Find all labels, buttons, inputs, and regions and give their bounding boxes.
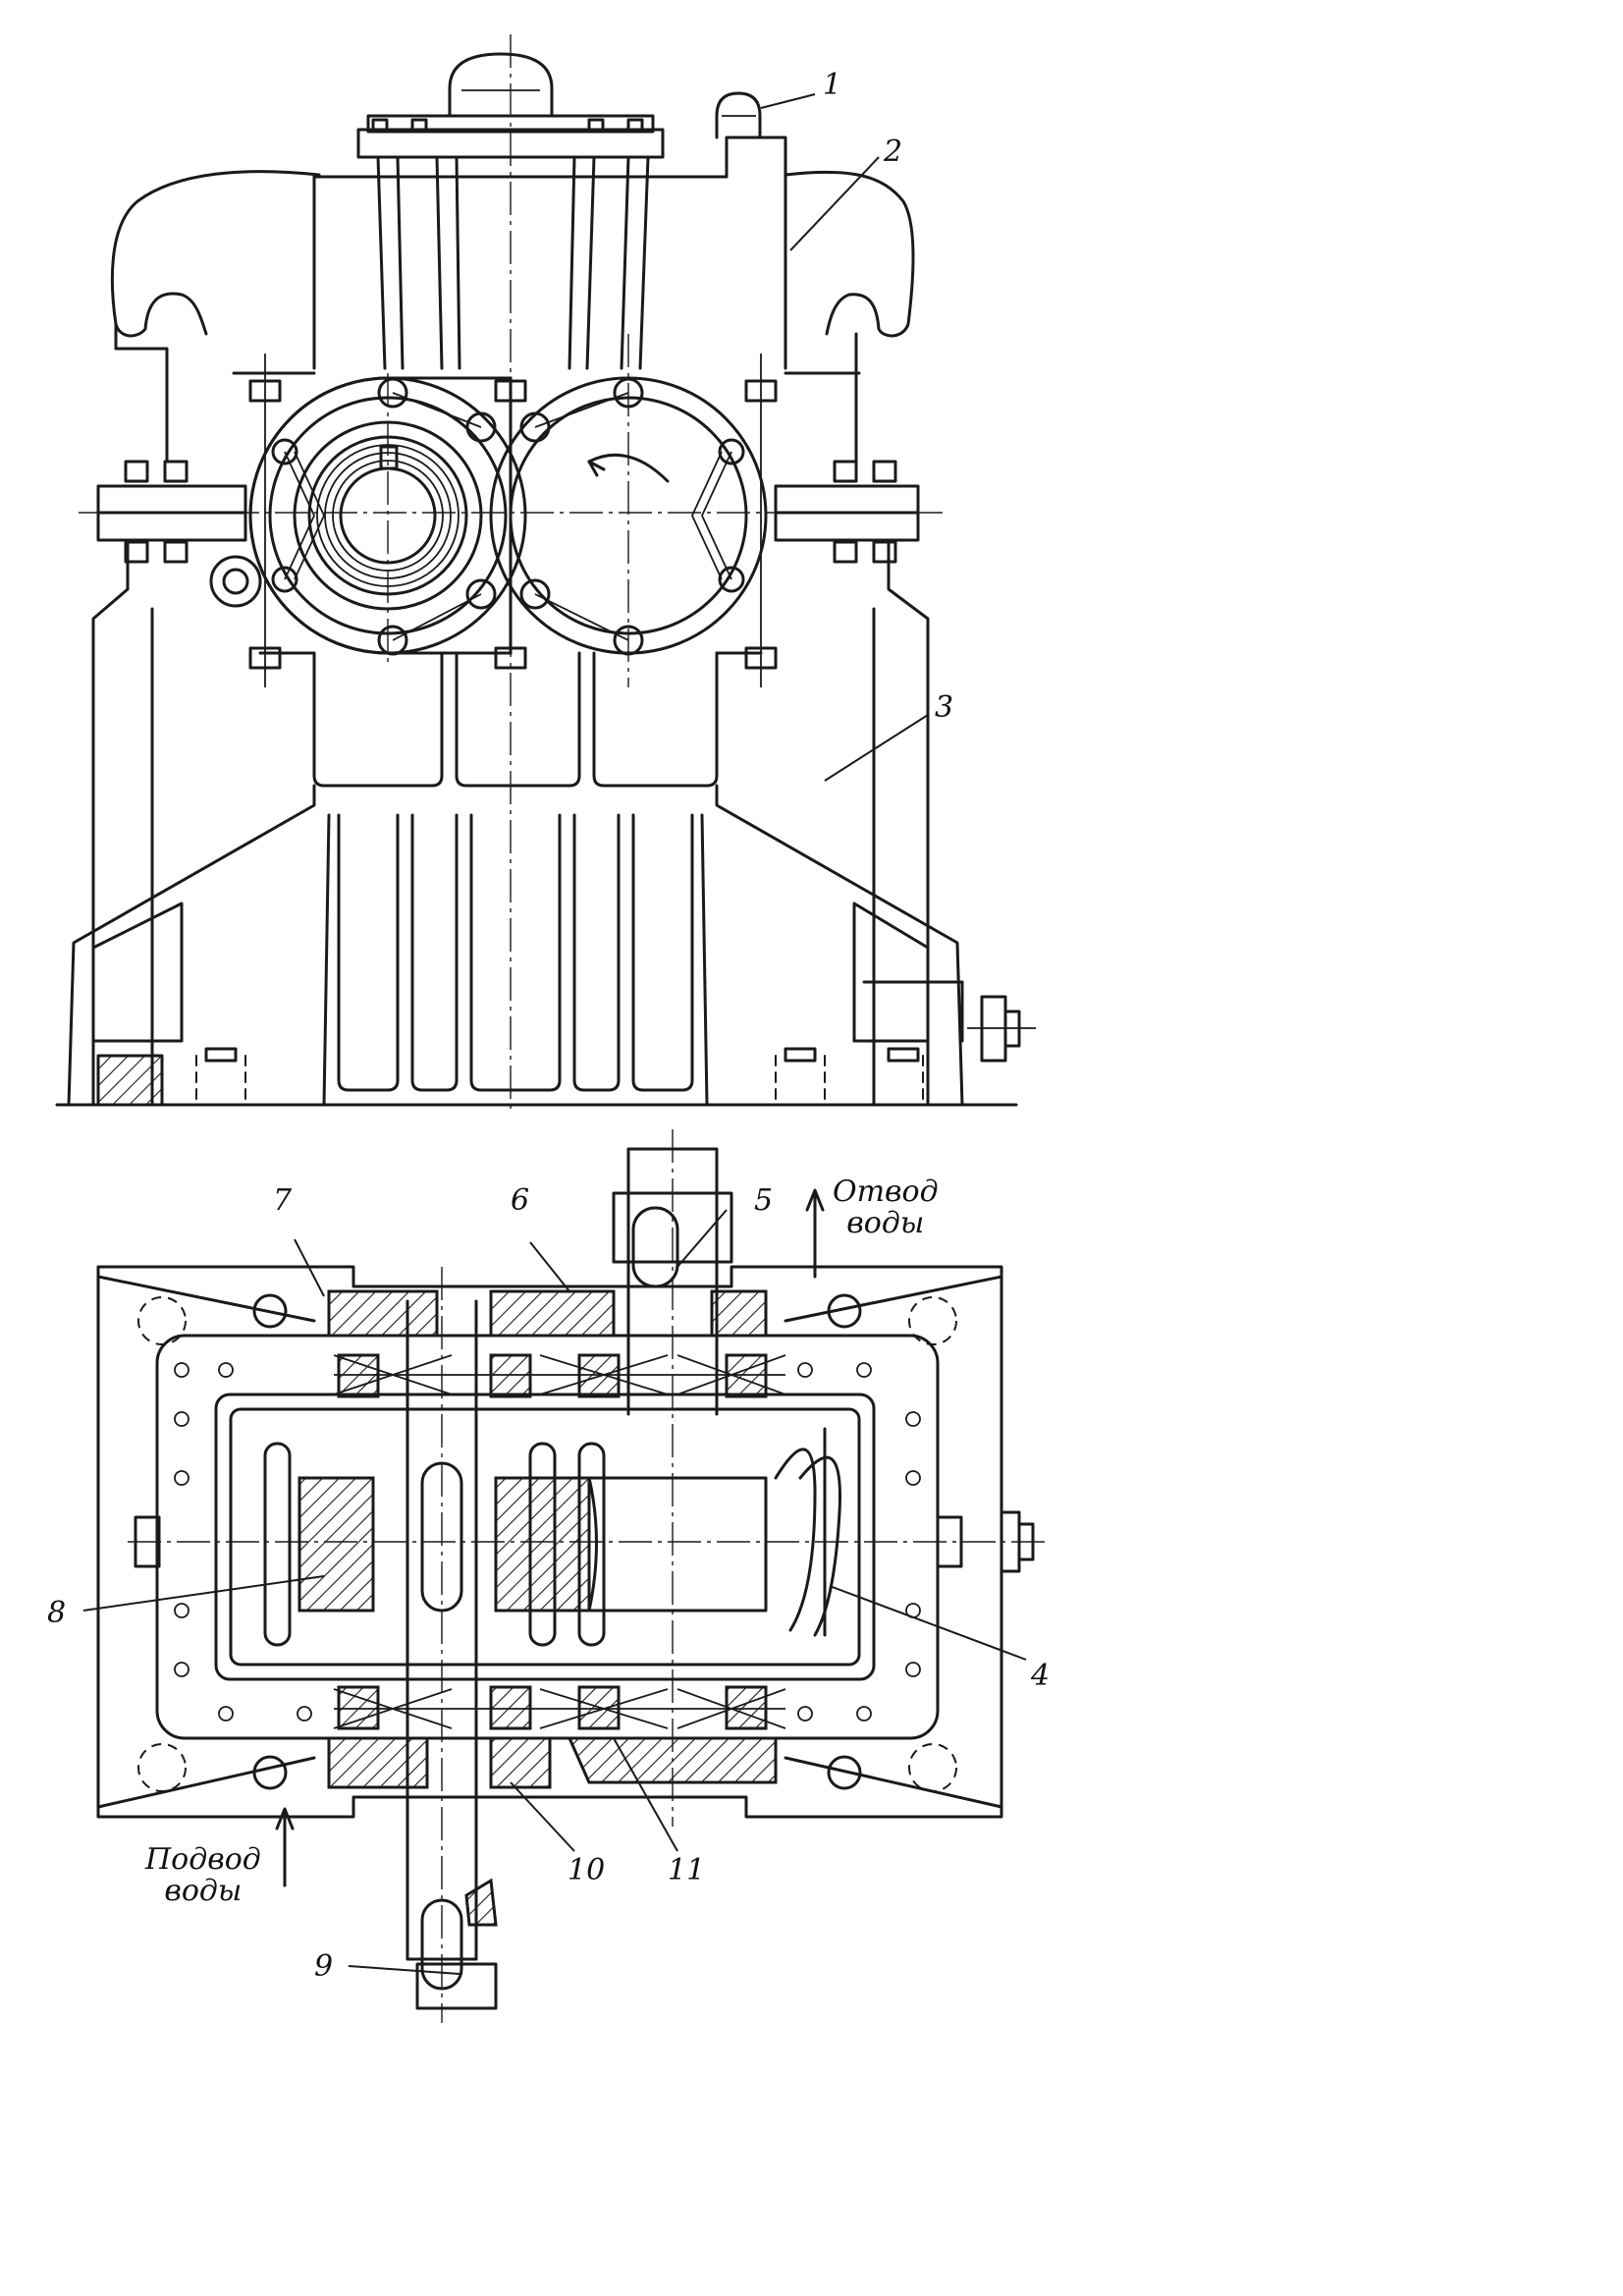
bearing-housings xyxy=(248,376,768,656)
front-view xyxy=(55,34,1036,1115)
foundation-bolts xyxy=(96,1047,924,1107)
plan-section xyxy=(96,1129,1051,2023)
lower-housing xyxy=(91,540,130,1107)
fan-impeller xyxy=(774,1427,841,1637)
housing-outline-plan xyxy=(96,1265,1003,1819)
callout-6: 6 xyxy=(511,1183,530,1218)
water-outlet-line1: Отвод xyxy=(833,1175,939,1209)
output-shaft xyxy=(626,1152,719,1416)
callout-8: 8 xyxy=(47,1596,67,1630)
water-outlet-arrow xyxy=(805,1188,825,1279)
flange-bolts xyxy=(124,460,897,564)
pinion-gear xyxy=(298,1476,375,1613)
callout-11: 11 xyxy=(668,1853,706,1887)
breather-cap xyxy=(448,52,554,118)
water-outlet-line2: воды xyxy=(846,1205,925,1240)
callout-9: 9 xyxy=(314,1949,334,1984)
left-lifting-lug xyxy=(110,170,321,338)
callout-10: 10 xyxy=(568,1853,606,1887)
callout-7: 7 xyxy=(273,1183,293,1218)
callout-2: 2 xyxy=(884,135,903,169)
callout-1: 1 xyxy=(823,68,842,102)
water-inlet-line1: Подвод xyxy=(145,1842,261,1877)
water-outlet-label: Отвод воды xyxy=(833,1176,939,1238)
leader-lines xyxy=(82,93,1027,1975)
right-lifting-lug xyxy=(784,170,915,338)
oil-plug xyxy=(715,91,762,139)
housing-cover xyxy=(312,175,787,370)
water-inlet-arrow xyxy=(275,1807,295,1887)
frame-bolt-holes xyxy=(174,1362,921,1722)
cooling-fins xyxy=(337,813,694,1092)
callout-5: 5 xyxy=(754,1183,774,1218)
split-flange xyxy=(96,484,247,542)
callout-3: 3 xyxy=(935,690,954,725)
gear-wheel xyxy=(494,1476,591,1613)
water-inlet-label: Подвод воды xyxy=(145,1844,261,1906)
water-inlet-line2: воды xyxy=(164,1873,243,1908)
callout-4: 4 xyxy=(1031,1659,1051,1693)
